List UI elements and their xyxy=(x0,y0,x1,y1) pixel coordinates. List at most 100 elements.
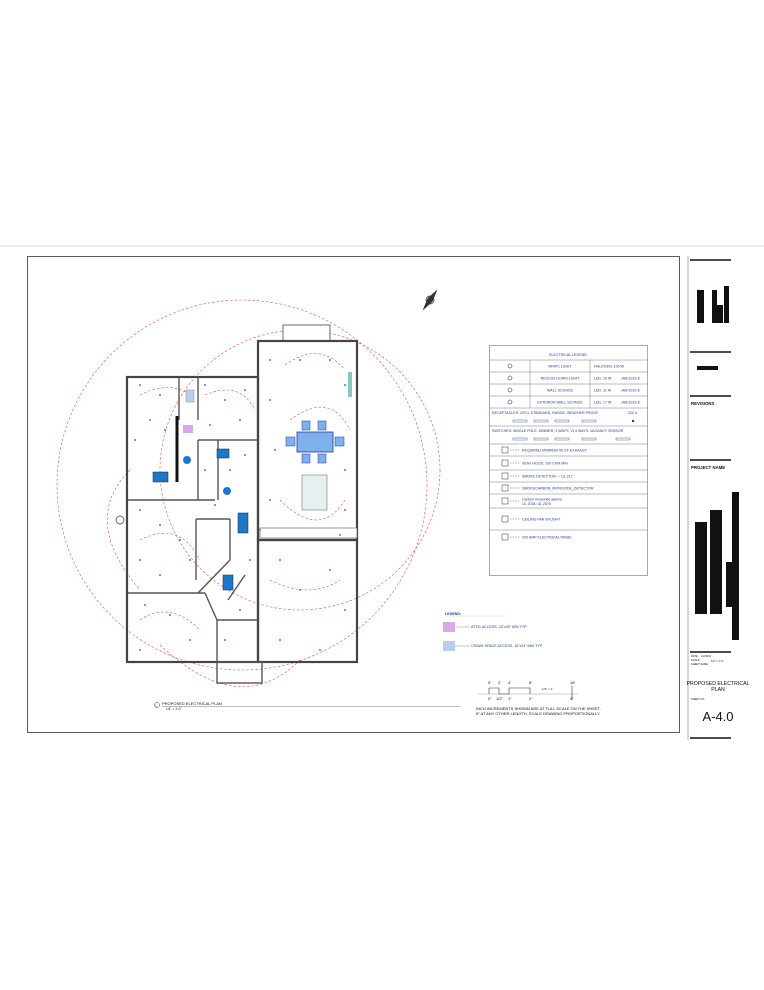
recess-down-light-icon xyxy=(159,574,161,576)
electrical-legend: ELECTRICAL LEGEND MR/PC LIGHT HALOGEN, 10… xyxy=(489,345,648,576)
legend-item-label: SMOKE DETECTOR --- UL 217 xyxy=(522,474,573,478)
bed xyxy=(222,574,234,591)
project-name-redacted xyxy=(695,492,739,640)
recess-down-light-icon xyxy=(229,469,231,471)
exhaust-fan-icon xyxy=(501,446,509,454)
legend-fixture-spec: HALOGEN, 100 W xyxy=(594,365,625,369)
switch-icon xyxy=(512,437,528,441)
legend-fixture-name: RECESS DOWN LIGHT xyxy=(541,377,581,381)
electrical-panel-icon xyxy=(501,533,509,541)
receptacle-icon xyxy=(533,419,549,423)
recess-down-light-icon xyxy=(189,639,191,641)
firm-name-redacted xyxy=(697,366,718,370)
scale-tick: 1" xyxy=(508,696,512,701)
porch xyxy=(216,661,263,684)
scale-ratio: 1/4" = 1' xyxy=(542,687,553,691)
switch-icon xyxy=(533,437,549,441)
recess-down-light-icon xyxy=(319,649,321,651)
scale-tick: 0" xyxy=(488,696,492,701)
switch-icon xyxy=(581,437,597,441)
legend-item-label: 200 AMP ELECTRICAL PANEL xyxy=(522,535,572,539)
recess-down-light-icon xyxy=(269,359,271,361)
recess-down-light-icon xyxy=(329,569,331,571)
recess-down-light-icon xyxy=(329,359,331,361)
recess-down-light-icon xyxy=(249,559,251,561)
recess-down-light-icon xyxy=(269,499,271,501)
attic-access xyxy=(183,425,193,433)
recess-down-light-icon xyxy=(164,429,166,431)
recess-down-light-icon xyxy=(134,439,136,441)
recess-down-light-icon xyxy=(274,449,276,451)
recess-down-light-icon xyxy=(344,509,346,511)
recess-down-light-icon xyxy=(139,509,141,511)
window-feature xyxy=(348,372,352,397)
round-table xyxy=(183,456,191,464)
kitchen-island xyxy=(301,474,328,511)
kitchen-counter xyxy=(259,527,358,539)
vanity xyxy=(216,448,230,459)
vent-hood-icon xyxy=(501,459,509,467)
recess-down-light-icon xyxy=(179,539,181,541)
scale-tick: 0' xyxy=(488,680,491,685)
sheet-name: PROPOSED ELECTRICAL xyxy=(687,681,750,687)
recess-down-light-icon xyxy=(344,384,346,386)
crawl-space-access xyxy=(185,389,195,403)
area-legend-title: LEGEND: xyxy=(445,612,461,616)
recess-down-light-icon xyxy=(244,454,246,456)
recess-down-light-icon xyxy=(507,375,513,381)
recess-down-light-icon xyxy=(269,399,271,401)
date-value: 1/2/2021 xyxy=(701,654,712,658)
circuit-arcs xyxy=(56,299,441,687)
smoke-co-detector-icon xyxy=(501,484,509,492)
recess-down-light-icon xyxy=(139,559,141,561)
legend-fixture-name: MR/PC LIGHT xyxy=(548,365,572,369)
exterior-wall-sconce-icon xyxy=(507,399,513,405)
recess-down-light-icon xyxy=(139,649,141,651)
scale-tick: 16' xyxy=(570,680,575,685)
floor-plan xyxy=(125,324,359,684)
plan-callout-icon xyxy=(154,702,160,708)
scale-tick: 2' xyxy=(498,680,501,685)
recess-down-light-icon xyxy=(299,589,301,591)
round-table xyxy=(223,487,231,495)
legend-fixture-code: JA8-2019-E xyxy=(621,401,641,405)
scale-note-line2: IF AT ANY OTHER LENGTH, SCALE DRAWING PR… xyxy=(476,711,600,716)
legend-fixture-code: JA8-2019-E xyxy=(621,389,641,393)
ac-unit xyxy=(115,515,125,525)
area-legend: LEGEND: ATTIC ACCESS, 22"x30" MIN TYP CR… xyxy=(443,612,543,651)
scale-tick: 4" xyxy=(570,696,574,701)
scale-note-line1: INCH INCREMENTS SHOWN ARE AT FULL SCALE … xyxy=(476,706,601,711)
legend-item-label: Carbon monoxide alarms xyxy=(522,498,562,502)
logo-redacted xyxy=(697,286,729,323)
sheet-name-label: SHEET NAME: xyxy=(691,662,709,666)
recess-down-light-icon xyxy=(214,504,216,506)
legend-title: ELECTRICAL LEGEND xyxy=(549,353,587,357)
co-alarm-icon xyxy=(501,497,509,505)
dining-table xyxy=(296,431,334,453)
recess-down-light-icon xyxy=(259,529,261,531)
recess-down-light-icon xyxy=(239,419,241,421)
recess-down-light-icon xyxy=(224,639,226,641)
attic-access-label: ATTIC ACCESS, 22"x30" MIN TYP xyxy=(471,625,527,629)
recess-down-light-icon xyxy=(244,389,246,391)
recess-down-light-icon xyxy=(159,394,161,396)
recess-down-light-icon xyxy=(204,469,206,471)
crawl-space-swatch xyxy=(443,641,455,651)
north-arrow-icon xyxy=(422,289,438,311)
furniture xyxy=(115,420,345,591)
recess-down-light-icon xyxy=(299,359,301,361)
plan-scale: 1/4" = 1'-0" xyxy=(166,707,182,711)
recess-down-light-icon xyxy=(144,604,146,606)
legend-switches: SWITCHES: SINGLE POLE, DIMMER, 3 WAYS, V… xyxy=(492,429,624,433)
receptacle-220v-icon xyxy=(631,419,635,423)
receptacle-icon xyxy=(581,419,597,423)
scale-tick: 8' xyxy=(529,680,532,685)
legend-fixture-code: JA8-2019-E xyxy=(621,377,641,381)
smoke-detector-icon xyxy=(501,472,509,480)
mr-pc-light-icon xyxy=(507,363,513,369)
sheet-no-label: SHEET NO: xyxy=(691,697,705,701)
scale-tick: 4' xyxy=(508,680,511,685)
wall-sconce-icon xyxy=(507,387,513,393)
receptacle-icon xyxy=(512,419,528,423)
